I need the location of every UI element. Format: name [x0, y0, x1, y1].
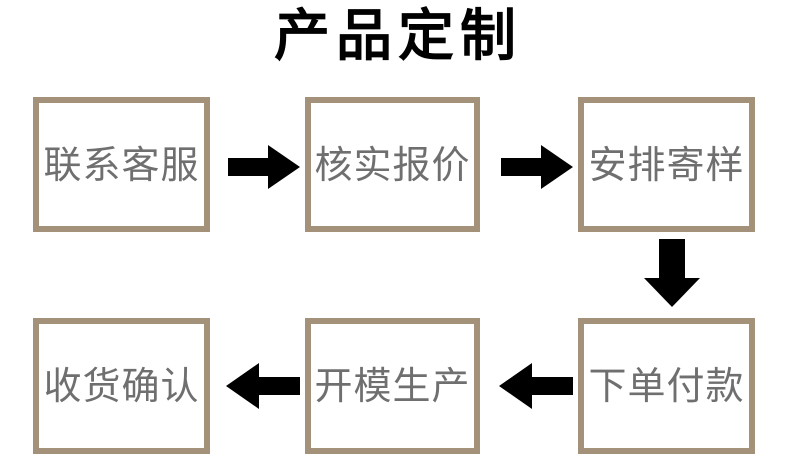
arrow-right-icon	[501, 145, 573, 189]
step-box-place-order-payment[interactable]: 下单付款	[578, 318, 755, 454]
step-box-arrange-sample[interactable]: 安排寄样	[578, 97, 755, 232]
step-label: 联系客服	[43, 142, 200, 187]
step-label: 安排寄样	[588, 142, 745, 187]
step-label: 核实报价	[314, 142, 471, 187]
step-label: 收货确认	[43, 364, 200, 408]
arrow-left-icon	[226, 363, 300, 409]
arrow-down-icon	[644, 239, 700, 307]
step-box-mold-production[interactable]: 开模生产	[305, 318, 480, 454]
arrow-left-icon	[499, 363, 573, 409]
page-title: 产品定制	[274, 4, 522, 69]
step-label: 开模生产	[314, 364, 471, 408]
step-box-contact-service[interactable]: 联系客服	[33, 97, 210, 232]
step-label: 下单付款	[588, 364, 745, 408]
arrow-right-icon	[228, 145, 300, 189]
step-box-confirm-receipt[interactable]: 收货确认	[33, 318, 210, 454]
step-box-verify-quote[interactable]: 核实报价	[305, 97, 480, 232]
